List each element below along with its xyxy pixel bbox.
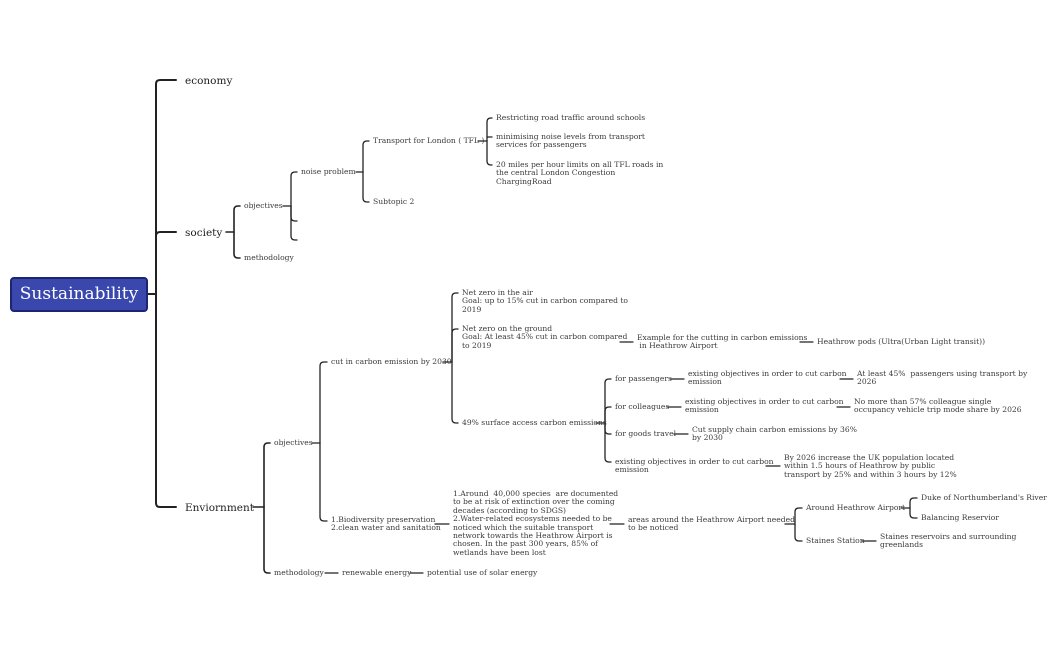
topic-society[interactable]: society [185, 227, 223, 239]
passengers-objectives[interactable]: existing objectives in order to cut carb… [688, 369, 847, 387]
heathrow-pods[interactable]: Heathrow pods (Ultra(Urban Light transit… [817, 337, 986, 346]
solar-energy[interactable]: potential use of solar energy [427, 568, 538, 577]
net-zero-ground[interactable]: Net zero on the ground Goal: At least 45… [462, 324, 628, 350]
colleagues-objectives[interactable]: existing objectives in order to cut carb… [685, 397, 844, 415]
staines-reservoirs[interactable]: Staines reservoirs and surrounding green… [880, 532, 1017, 550]
env-connector-branch [263, 506, 271, 574]
env-methodology[interactable]: methodology [274, 568, 324, 577]
biodiversity-topic[interactable]: 1.Biodiversity preservation 2.clean wate… [331, 515, 441, 533]
society-connector-branch [233, 231, 241, 259]
society-connector-branch [233, 205, 241, 233]
staines-station[interactable]: Staines Station [806, 536, 865, 545]
surface-access[interactable]: 49% surface access carbon emissions [462, 418, 607, 427]
society-objectives-connector-branch [290, 205, 298, 222]
for-passengers[interactable]: for passengers [615, 374, 672, 383]
balancing-reservoir[interactable]: Balancing Reservior [921, 513, 999, 522]
passengers-target[interactable]: At least 45% passengers using transport … [857, 369, 1028, 387]
heathrow-branch-connector-branch [909, 497, 918, 509]
cut-carbon-connector-branch [451, 361, 459, 424]
population-target[interactable]: By 2026 increase the UK population locat… [784, 453, 957, 479]
colleagues-target[interactable]: No more than 57% colleague single occupa… [854, 397, 1022, 415]
net-zero-air[interactable]: Net zero in the air Goal: up to 15% cut … [462, 288, 628, 314]
cut-carbon-connector-branch [451, 292, 459, 363]
areas-around-heathrow[interactable]: areas around the Heathrow Airport needed… [628, 515, 795, 533]
biodiversity-detail[interactable]: 1.Around 40,000 species are documented t… [453, 489, 619, 557]
root-connector-branch [155, 293, 177, 508]
noise-connector-branch [362, 171, 370, 203]
renewable-energy[interactable]: renewable energy [342, 568, 412, 577]
heathrow-example[interactable]: Example for the cutting in carbon emissi… [637, 333, 808, 351]
areas-branch-connector-branch [794, 507, 803, 525]
root-connector-branch [155, 231, 177, 295]
society-objectives-connector-branch [290, 205, 298, 241]
env-objectives[interactable]: objectives [274, 438, 313, 447]
tfl-connector-branch [486, 140, 493, 166]
society-methodology[interactable]: methodology [244, 253, 294, 262]
society-objectives-connector-branch [290, 171, 298, 207]
duke-river[interactable]: Duke of Northumberland's River [921, 493, 1047, 502]
tfl-item-speed-limits[interactable]: 20 miles per hour limits on all TFL road… [496, 160, 664, 186]
surface-connector-branch [604, 378, 612, 424]
noise-connector-branch [362, 140, 370, 173]
topic-economy[interactable]: economy [185, 75, 233, 87]
env-objectives-connector-branch [319, 361, 328, 444]
surface-connector-branch [604, 422, 612, 463]
for-goods-travel[interactable]: for goods travel [615, 429, 677, 438]
existing-objectives[interactable]: existing objectives in order to cut carb… [615, 457, 774, 475]
heathrow-branch-connector-branch [909, 507, 918, 519]
for-colleagues[interactable]: for colleagues [615, 402, 670, 411]
subtopic-2[interactable]: Subtopic 2 [373, 197, 415, 206]
surface-connector-branch [604, 406, 612, 424]
root-topic[interactable]: Sustainability [10, 277, 148, 312]
tfl-connector-branch [486, 117, 493, 142]
tfl-item-schools[interactable]: Restricting road traffic around schools [496, 113, 646, 122]
cut-carbon-2030[interactable]: cut in carbon emission by 2030 [331, 357, 452, 366]
around-heathrow[interactable]: Around Heathrow Airport [806, 503, 906, 512]
tfl-item-noise[interactable]: minimising noise levels from transport s… [496, 132, 645, 150]
noise-problem[interactable]: noise problem [301, 167, 356, 176]
goods-target[interactable]: Cut supply chain carbon emissions by 36%… [692, 425, 857, 443]
cut-carbon-connector-branch [451, 328, 459, 363]
env-objectives-connector-branch [319, 442, 328, 522]
society-objectives[interactable]: objectives [244, 201, 283, 210]
topic-environment[interactable]: Enviornment [185, 502, 254, 514]
tfl-topic[interactable]: Transport for London ( TFL ) [373, 136, 485, 145]
env-connector-branch [263, 442, 271, 508]
root-connector-branch [155, 79, 177, 295]
areas-branch-connector-branch [794, 523, 803, 542]
